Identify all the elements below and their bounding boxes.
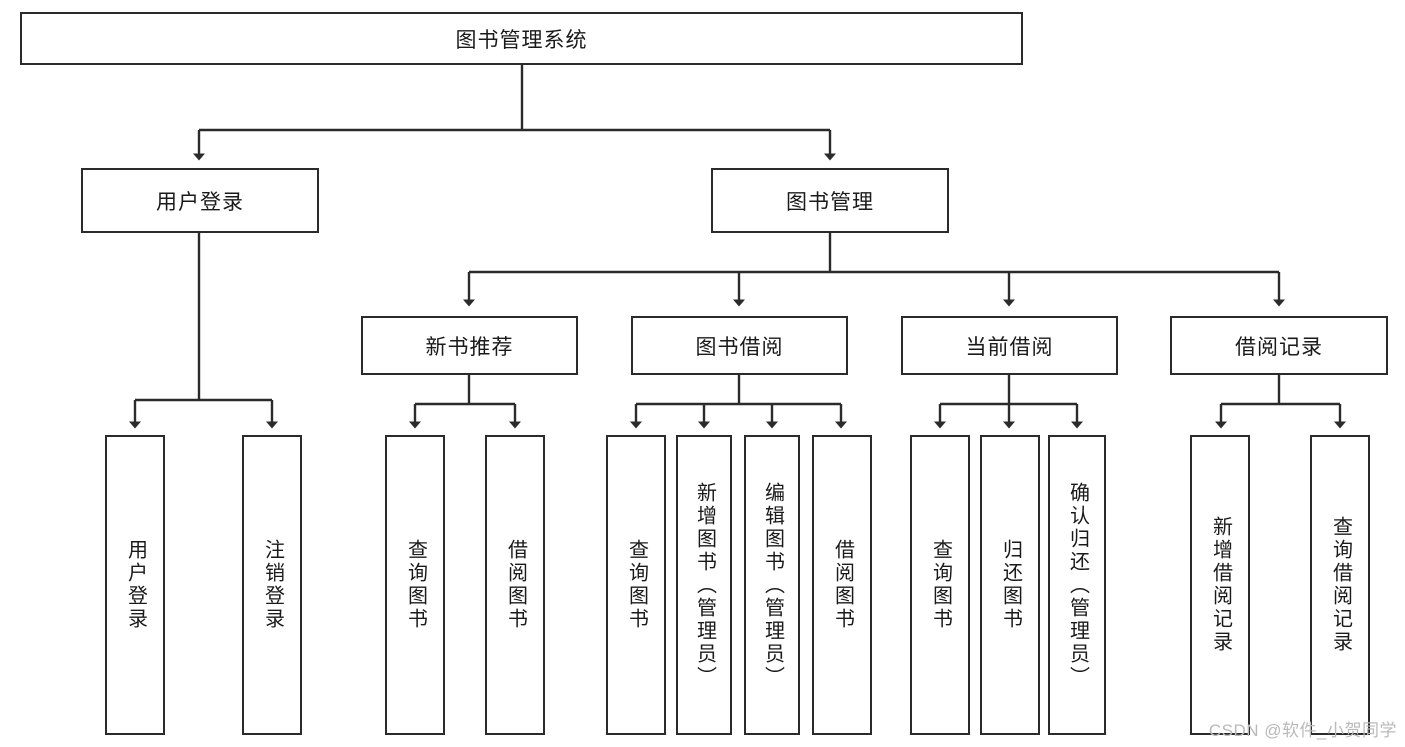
- node-label: 图书管理系统: [455, 28, 588, 52]
- node-label: 归还图书: [999, 539, 1022, 631]
- leaf-return-book[interactable]: 归还图书: [980, 435, 1040, 735]
- leaf-add-book-admin[interactable]: 新增图书（管理员）: [676, 435, 732, 735]
- node-label: 新增借阅记录: [1209, 516, 1232, 654]
- node-book-borrow[interactable]: 图书借阅: [631, 316, 848, 375]
- node-label: 确认归还（管理员）: [1066, 481, 1089, 689]
- node-label: 借阅图书: [504, 539, 527, 631]
- leaf-query-borrow-record[interactable]: 查询借阅记录: [1310, 435, 1370, 735]
- node-root-system[interactable]: 图书管理系统: [20, 12, 1023, 65]
- node-book-management[interactable]: 图书管理: [711, 168, 949, 233]
- node-label: 当前借阅: [965, 335, 1054, 359]
- node-label: 用户登录: [156, 190, 244, 214]
- leaf-logout[interactable]: 注销登录: [242, 435, 302, 735]
- leaf-borrow-book-recommend[interactable]: 借阅图书: [485, 435, 545, 735]
- node-borrow-record[interactable]: 借阅记录: [1170, 316, 1388, 375]
- node-label: 图书借阅: [695, 335, 784, 359]
- node-label: 编辑图书（管理员）: [761, 481, 784, 689]
- node-label: 借阅图书: [831, 539, 854, 631]
- leaf-edit-book-admin[interactable]: 编辑图书（管理员）: [744, 435, 800, 735]
- node-label: 图书管理: [786, 190, 874, 214]
- leaf-query-book-current[interactable]: 查询图书: [910, 435, 970, 735]
- node-label: 新书推荐: [425, 335, 514, 359]
- leaf-query-book-recommend[interactable]: 查询图书: [385, 435, 445, 735]
- leaf-confirm-return-admin[interactable]: 确认归还（管理员）: [1048, 435, 1106, 735]
- node-label: 查询图书: [625, 539, 648, 631]
- node-user-login[interactable]: 用户登录: [81, 168, 319, 233]
- node-label: 用户登录: [124, 539, 147, 631]
- node-label: 注销登录: [261, 539, 284, 631]
- leaf-user-login[interactable]: 用户登录: [105, 435, 165, 735]
- leaf-borrow-book[interactable]: 借阅图书: [812, 435, 872, 735]
- leaf-query-book[interactable]: 查询图书: [606, 435, 666, 735]
- node-label: 查询图书: [404, 539, 427, 631]
- node-label: 查询借阅记录: [1329, 516, 1352, 654]
- node-label: 查询图书: [929, 539, 952, 631]
- node-new-book-recommend[interactable]: 新书推荐: [361, 316, 578, 375]
- node-current-borrow[interactable]: 当前借阅: [901, 316, 1118, 375]
- leaf-add-borrow-record[interactable]: 新增借阅记录: [1190, 435, 1250, 735]
- node-label: 借阅记录: [1235, 335, 1323, 359]
- node-label: 新增图书（管理员）: [693, 481, 716, 689]
